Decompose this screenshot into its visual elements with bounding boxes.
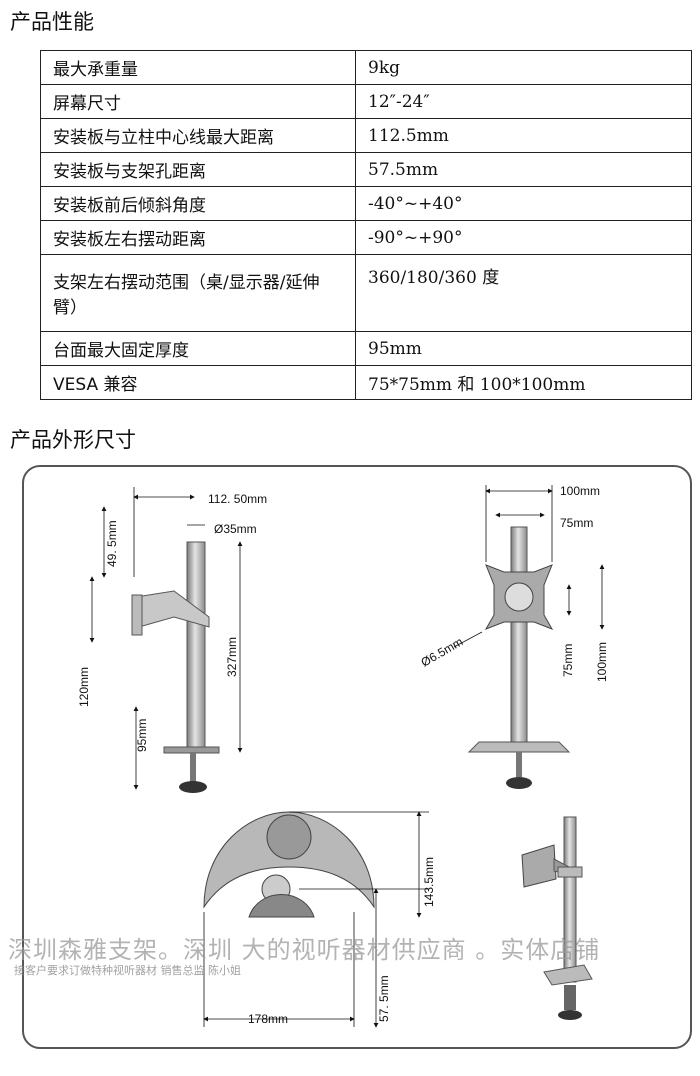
clamp-offset-label: 57. 5mm: [377, 975, 391, 1022]
collar-iso: [557, 866, 583, 878]
spec-label: 支架左右摆动范围（桌/显示器/延伸臂）: [40, 254, 356, 332]
base-view: 143.5mm 57. 5mm 178mm: [203, 811, 436, 1028]
spec-label: 最大承重量: [40, 50, 356, 85]
base-depth-label: 143.5mm: [422, 857, 436, 907]
clamp-knob-iso: [558, 1010, 582, 1020]
dimension-section-title: 产品外形尺寸: [10, 428, 136, 452]
spec-value: -40°~+40°: [355, 186, 692, 221]
spec-value: 57.5mm: [355, 152, 692, 187]
base-iso: [543, 964, 593, 986]
dimension-drawing-panel: 112. 50mm Ø35mm 49. 5mm 120mm 327mm 95mm…: [22, 465, 692, 1049]
vesa-plate-edge: [131, 594, 143, 636]
table-row: 安装板前后倾斜角度-40°~+40°: [40, 186, 692, 221]
arm-reach-label: 112. 50mm: [208, 492, 267, 506]
dimension-drawing: 112. 50mm Ø35mm 49. 5mm 120mm 327mm 95mm…: [77, 484, 609, 1028]
rotation-hub: [504, 582, 534, 612]
spec-label: 屏幕尺寸: [40, 84, 356, 119]
clamp-thickness-label: 95mm: [135, 719, 149, 752]
spec-label: VESA 兼容: [40, 365, 356, 400]
plate-height-label: 120mm: [77, 667, 91, 707]
hole-spacing-inner-label: 75mm: [560, 516, 593, 530]
spec-value: 12″-24″: [355, 84, 692, 119]
spec-value: 360/180/360 度: [355, 254, 692, 332]
spec-label: 安装板与支架孔距离: [40, 152, 356, 187]
pole-shape-front: [510, 526, 528, 748]
spec-label: 安装板左右摆动距离: [40, 220, 356, 255]
pole-socket: [266, 814, 312, 860]
spec-value: 9kg: [355, 50, 692, 85]
clamp-screw: [190, 753, 196, 783]
front-view: 100mm 75mm Ø6.5mm 75mm 100mm: [419, 484, 609, 789]
hole-spacing-outer-label: 100mm: [560, 484, 600, 498]
pole-height-label: 327mm: [225, 637, 239, 677]
spec-section-title: 产品性能: [10, 10, 94, 34]
clamp-knob-front: [506, 777, 532, 789]
spec-label: 台面最大固定厚度: [40, 331, 356, 366]
watermark-line1: 深圳森雅支架。深圳 大的视听器材供应商 。实体店铺: [8, 936, 601, 964]
table-row: 安装板左右摆动距离-90°~+90°: [40, 220, 692, 255]
clamp-knob: [179, 781, 207, 793]
base-width-label: 178mm: [248, 1012, 288, 1026]
spec-value: 112.5mm: [355, 118, 692, 153]
clamp-screw-front: [516, 752, 522, 777]
side-view: 112. 50mm Ø35mm 49. 5mm 120mm 327mm 95mm: [77, 487, 267, 793]
clamp-base-shape: [248, 894, 315, 918]
vertical-outer-label: 100mm: [595, 642, 609, 682]
spec-label: 安装板与立柱中心线最大距离: [40, 118, 356, 153]
pole-diameter-label: Ø35mm: [214, 522, 257, 536]
spec-value: 75*75mm 和 100*100mm: [355, 365, 692, 400]
spec-label: 安装板前后倾斜角度: [40, 186, 356, 221]
plate-offset-label: 49. 5mm: [105, 520, 119, 567]
watermark-line2: 接客户要求订做特种视听器材 销售总监 陈小姐: [14, 964, 241, 977]
table-row: 支架左右摆动范围（桌/显示器/延伸臂）360/180/360 度: [40, 254, 692, 332]
hole-diameter-label: Ø6.5mm: [419, 634, 466, 669]
clamp-top: [163, 746, 220, 754]
vertical-inner-label: 75mm: [561, 644, 575, 677]
pole-shape: [186, 541, 206, 753]
spec-value: -90°~+90°: [355, 220, 692, 255]
base-plate-front: [467, 741, 571, 753]
spec-value: 95mm: [355, 331, 692, 366]
isometric-view: [521, 816, 593, 1020]
clamp-screw-iso: [564, 985, 576, 1010]
vesa-plate-iso: [521, 844, 557, 888]
